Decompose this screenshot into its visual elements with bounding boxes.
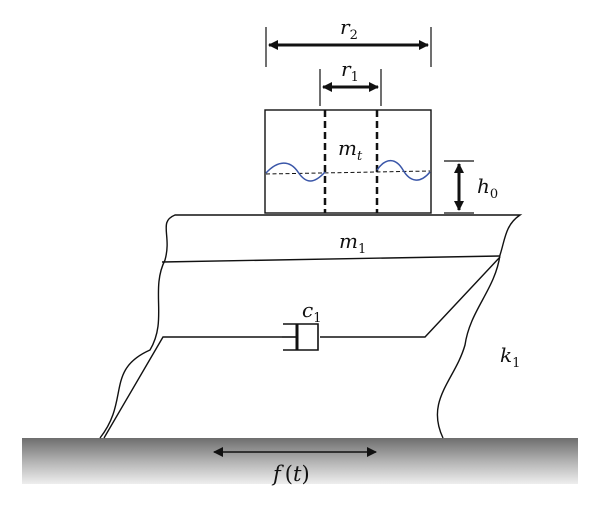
still-water-line — [265, 170, 431, 175]
liquid-wave-left — [265, 162, 326, 182]
liquid-wave-right — [376, 159, 431, 181]
label-r2: r2 — [340, 15, 358, 43]
label-r1: r1 — [341, 57, 359, 85]
label-c1: c1 — [302, 298, 321, 326]
damper-frame-right — [320, 256, 501, 338]
tank — [264, 109, 432, 214]
ground — [22, 438, 578, 484]
label-h0: h0 — [477, 174, 498, 202]
mass-floor-line — [161, 255, 501, 263]
damper-symbol — [282, 323, 319, 351]
label-k1: k1 — [500, 343, 520, 371]
label-ft: f(t) — [271, 462, 310, 486]
damper-frame-left — [103, 336, 282, 439]
label-m1: m1 — [339, 229, 366, 257]
label-mt: mt — [338, 136, 363, 164]
structure-outline — [99, 214, 523, 439]
